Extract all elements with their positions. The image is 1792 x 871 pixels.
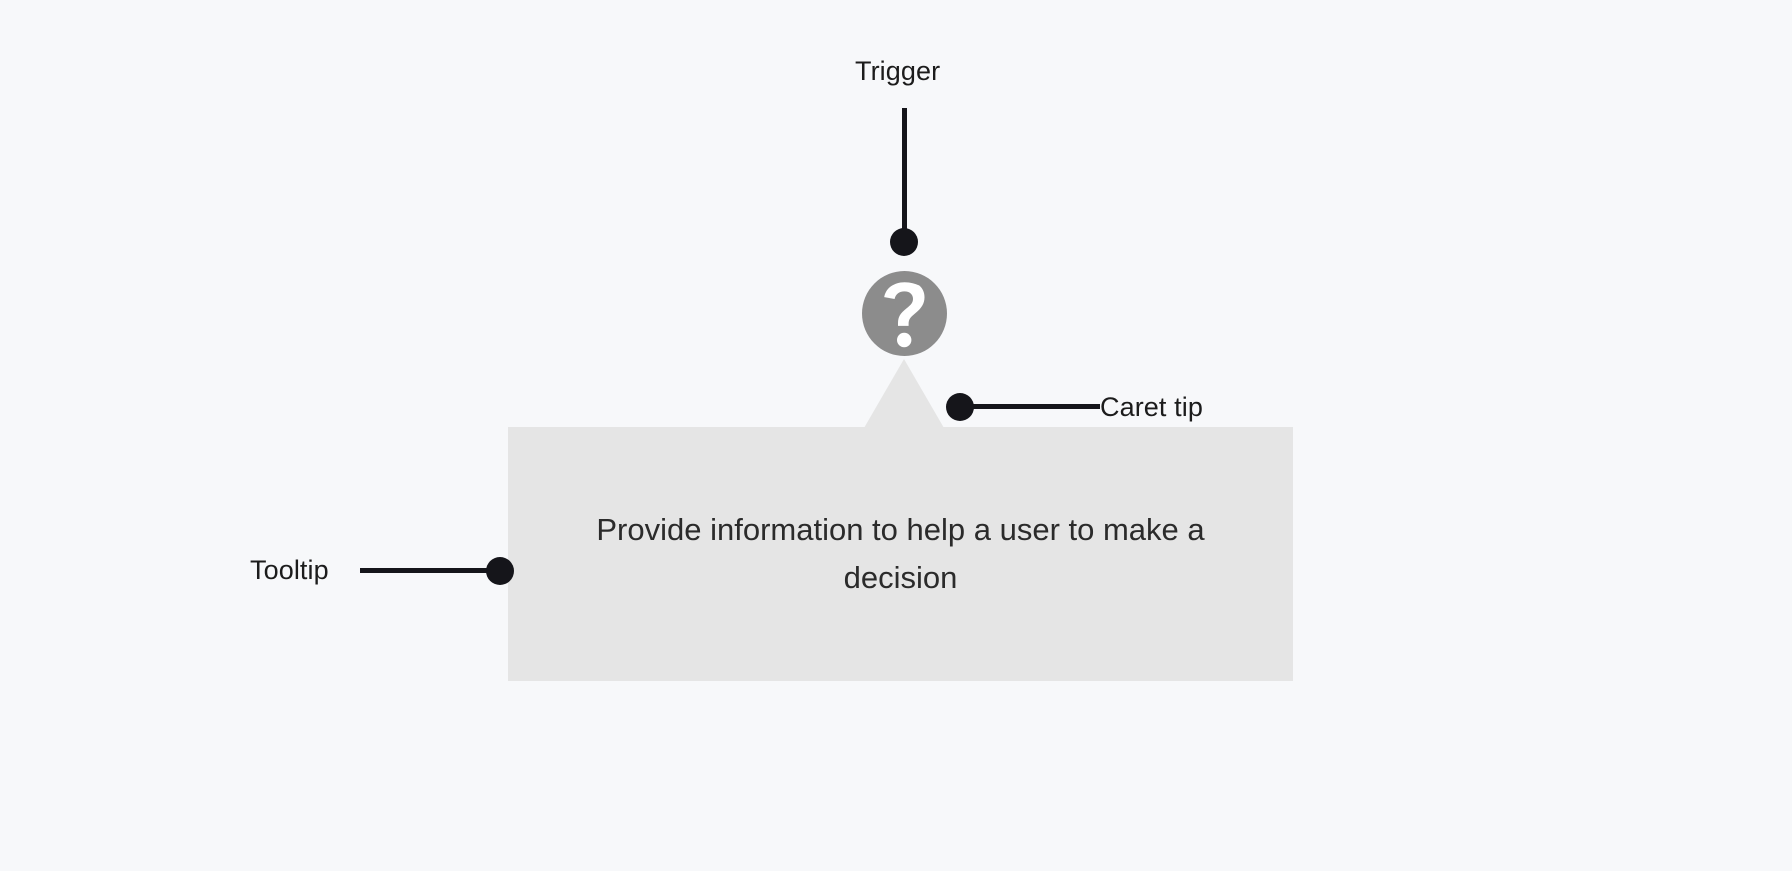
tooltip-surface: Provide information to help a user to ma… [508,427,1293,681]
annotation-connector-caret-tip [960,404,1100,409]
annotation-connector-tooltip [360,568,500,573]
tooltip-message: Provide information to help a user to ma… [596,511,1205,595]
annotation-label-trigger: Trigger [855,56,941,86]
tooltip-caret [864,359,944,428]
question-mark-dot [896,332,911,347]
annotation-connector-trigger [902,108,907,248]
question-mark-glyph [883,281,924,347]
annotation-label-tooltip: Tooltip [250,555,329,585]
annotation-dot-tooltip [486,557,514,585]
annotation-dot-trigger [890,228,918,256]
annotation-label-caret-tip: Caret tip [1100,392,1203,422]
question-mark-circle-icon[interactable] [862,271,947,356]
